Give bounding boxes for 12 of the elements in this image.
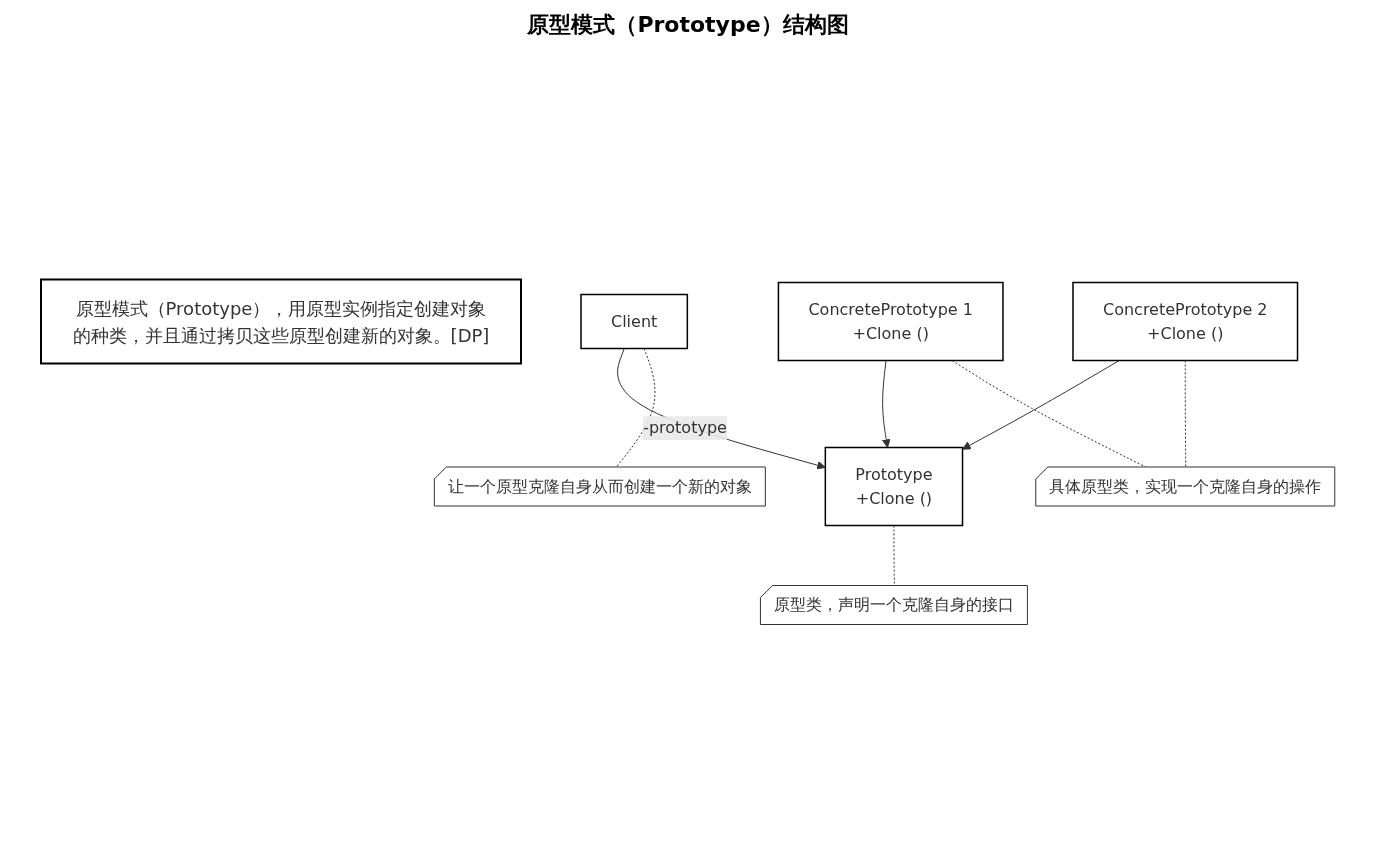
node-box: Client (580, 293, 689, 350)
node-box: 原型模式（Prototype），用原型实例指定创建对象的种类，并且通过拷贝这些原型创建新的对象。[DP] (40, 278, 523, 365)
connector (1184, 360, 1187, 468)
node-box: ConcretePrototype 1 +Clone () (777, 281, 1004, 362)
node-box: ConcretePrototype 2 +Clone () (1072, 281, 1299, 362)
edge-label: -prototype (643, 418, 728, 438)
node-box: Prototype +Clone () (824, 446, 964, 527)
arrow (882, 360, 891, 448)
arrow (617, 348, 826, 470)
arrow (962, 360, 1120, 450)
connector (615, 348, 656, 468)
diagram-title: 原型模式（Prototype）结构图 (527, 11, 849, 39)
